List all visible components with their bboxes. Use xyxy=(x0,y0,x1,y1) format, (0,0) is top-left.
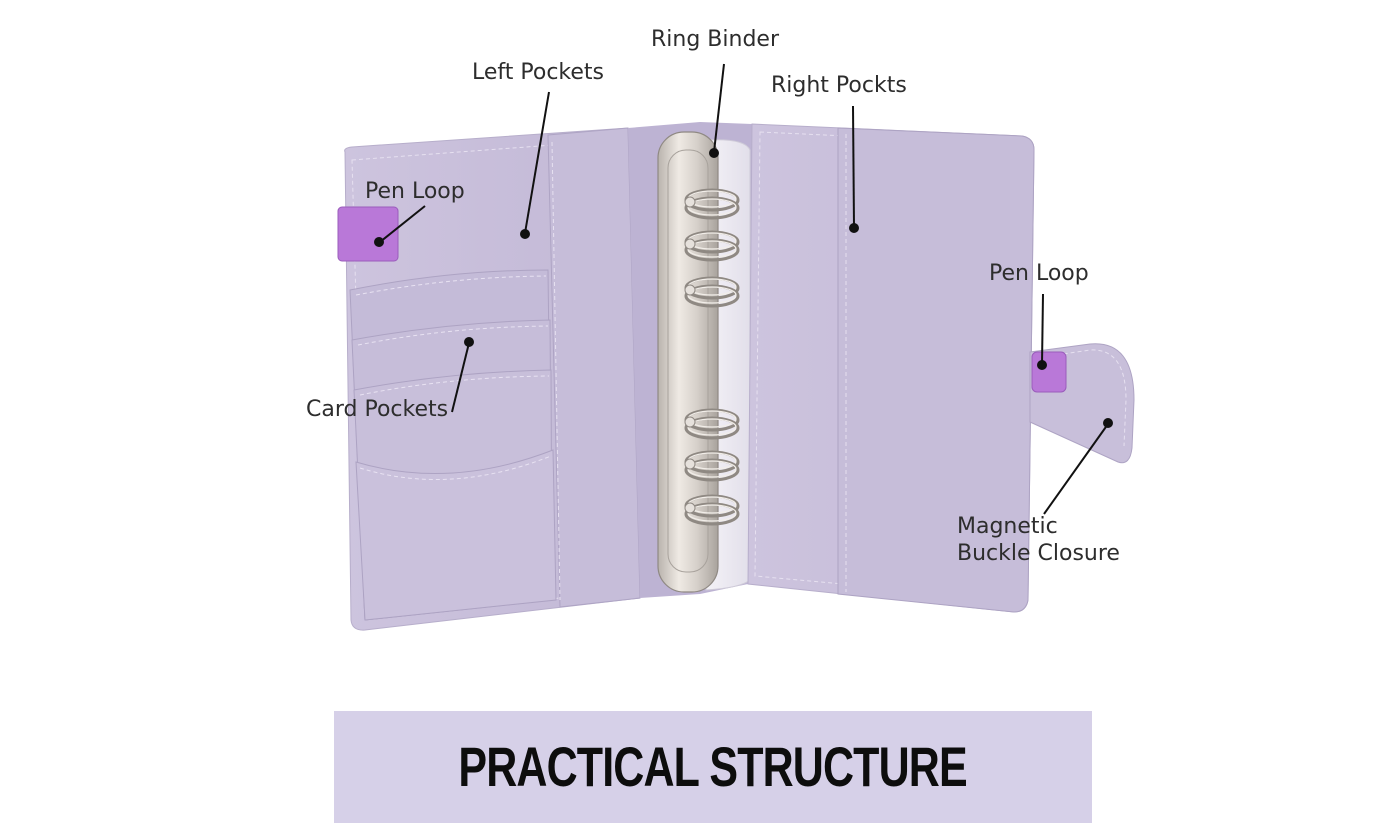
label-magnetic-line1: Magnetic xyxy=(957,514,1058,539)
label-pen-loop-right: Pen Loop xyxy=(989,261,1089,286)
label-magnetic-line2: Buckle Closure xyxy=(957,541,1120,566)
label-pen-loop-left: Pen Loop xyxy=(365,179,465,204)
label-ring-binder: Ring Binder xyxy=(651,27,779,52)
pen-loop-left xyxy=(337,206,399,262)
binder-ring xyxy=(684,494,740,526)
pen-loop-right xyxy=(1031,351,1067,393)
binder-ring xyxy=(684,276,740,308)
banner-title: PRACTICAL STRUCTURE xyxy=(458,735,968,799)
label-left-pockets: Left Pockets xyxy=(472,60,604,85)
left-pockets xyxy=(547,127,641,608)
binder-ring xyxy=(684,408,740,440)
binder-ring xyxy=(684,450,740,482)
label-magnetic-buckle-closure: Magnetic Buckle Closure xyxy=(957,513,1120,567)
binder-ring xyxy=(684,188,740,220)
label-card-pockets: Card Pockets xyxy=(306,397,449,422)
binder-rings xyxy=(684,188,740,526)
binder-ring xyxy=(684,230,740,262)
label-right-pockets: Right Pockts xyxy=(771,73,907,98)
right-pockets xyxy=(837,127,1035,613)
card-pockets xyxy=(349,269,557,621)
title-banner: PRACTICAL STRUCTURE xyxy=(334,711,1092,823)
callout-leaders xyxy=(374,63,1113,515)
binder-illustration xyxy=(337,63,1135,631)
